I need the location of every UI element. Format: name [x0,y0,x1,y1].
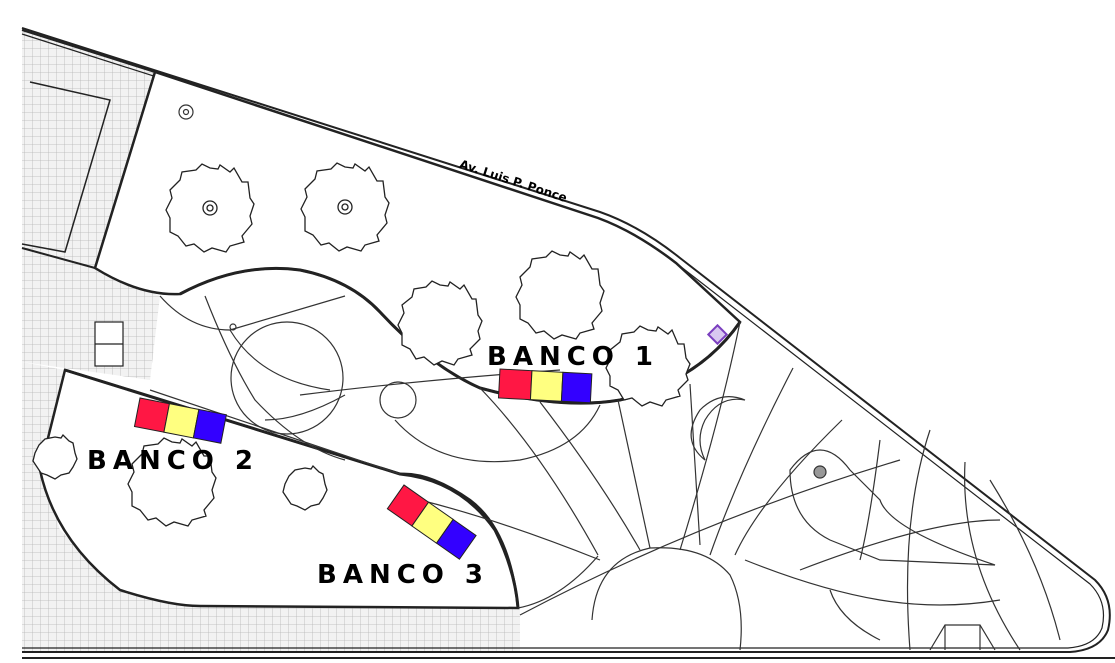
garden-paths [149,104,1061,651]
utility-box [94,321,124,367]
bench-3-icon [386,484,477,560]
tree [515,250,605,340]
tree [397,280,483,366]
bench-1-icon [497,368,593,404]
sidewalk-paving [21,29,520,653]
marker-icon [706,323,729,346]
bench-2-icon [133,397,227,444]
bench-3-label: BANCO 3 [317,560,490,590]
tree [165,163,255,253]
trees [32,162,691,527]
tree [300,162,390,252]
tree [282,464,328,511]
bench-2-label: BANCO 2 [87,446,260,476]
tree [127,437,217,527]
tree [32,433,78,480]
tree [605,325,691,407]
bench-1-label: BANCO 1 [487,342,660,372]
